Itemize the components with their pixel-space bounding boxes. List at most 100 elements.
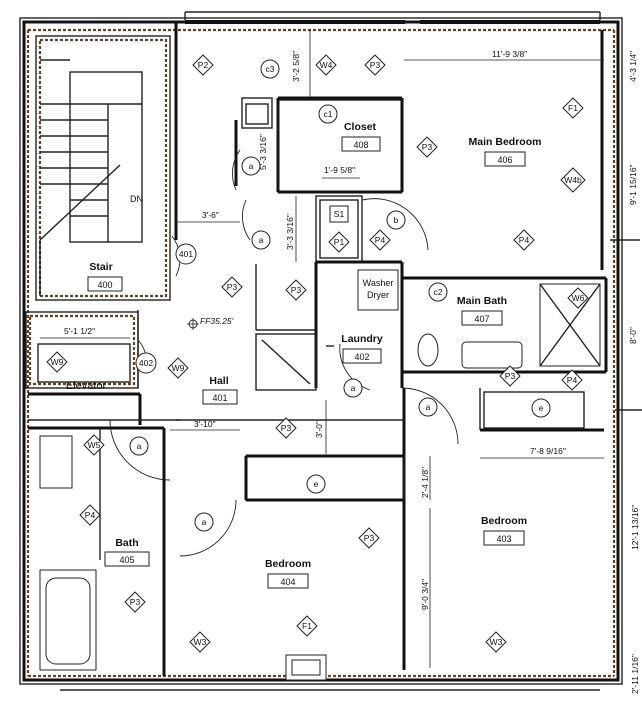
- svg-text:F1: F1: [568, 103, 578, 113]
- svg-text:P3: P3: [291, 285, 302, 295]
- room-stair-name: Stair: [89, 261, 112, 273]
- dim-east-bedroom-403: 12'-1 13/16": [630, 505, 640, 550]
- svg-text:W9: W9: [51, 357, 64, 367]
- door-swings: [109, 149, 459, 557]
- door-tags: c3 c1 a a S1 P1 b c2 401 402 a a e a e a: [129, 59, 551, 532]
- tag-p3-bath-lower: P3: [124, 591, 146, 613]
- tag-a-hall: a: [251, 230, 271, 250]
- room-bedroom-403-name: Bedroom: [481, 515, 527, 527]
- tag-p3-top: P3: [364, 54, 386, 76]
- dim-main-bedroom-width: 11'-9 3/8": [492, 49, 527, 59]
- dim-hall-depth: 3'-0": [314, 421, 324, 438]
- tag-a-laundry: a: [343, 378, 363, 398]
- room-laundry-number: 402: [354, 352, 369, 362]
- room-main-bath-name: Main Bath: [457, 295, 507, 307]
- elevation-label: FF35.25': [200, 316, 234, 326]
- svg-text:W9: W9: [172, 363, 185, 373]
- svg-text:401: 401: [179, 249, 193, 259]
- tag-f1-bedroom: F1: [296, 615, 318, 637]
- tag-p3-hall-lower: P3: [275, 417, 297, 439]
- dimension-texts: 11'-9 3/8" 3'-2 5/8" 4'-3 1/4" 5'-3 3/16…: [64, 49, 640, 694]
- svg-text:P4: P4: [85, 510, 96, 520]
- room-bath-name: Bath: [115, 537, 138, 549]
- tag-e-closet: e: [531, 398, 551, 418]
- tag-401: 401: [175, 243, 197, 265]
- dim-closet-height: 5'-3 3/16": [258, 134, 268, 170]
- washer-label: Washer: [363, 278, 394, 288]
- tag-w6: W6: [567, 287, 589, 309]
- tag-w9-elevator: W9: [46, 351, 68, 373]
- svg-text:W3: W3: [194, 637, 207, 647]
- room-main-bedroom-number: 406: [497, 155, 512, 165]
- tag-s1: S1: [329, 205, 349, 223]
- svg-text:a: a: [426, 402, 431, 412]
- room-bedroom-403-number: 403: [496, 534, 511, 544]
- dim-hall-door: 3'-6": [202, 210, 219, 220]
- svg-text:P4: P4: [567, 375, 578, 385]
- dimension-lines: [40, 30, 604, 668]
- dim-shaft-width: 1'-9 5/8": [324, 165, 355, 175]
- dim-shaft-height: 3'-3 3/16": [285, 214, 295, 250]
- interior-walls: [28, 22, 608, 681]
- tag-a-closet: a: [241, 156, 261, 176]
- tag-f1-main-bedroom: F1: [562, 97, 584, 119]
- room-hall-name: Hall: [209, 375, 228, 387]
- tag-w9-hall: W9: [167, 357, 189, 379]
- svg-text:c2: c2: [434, 287, 443, 297]
- svg-text:W6: W6: [572, 293, 585, 303]
- svg-text:P3: P3: [505, 371, 516, 381]
- dim-closet-depth: 2'-4 1/8": [420, 467, 430, 498]
- tag-p3-laundry: P3: [285, 279, 307, 301]
- svg-text:a: a: [137, 441, 142, 451]
- svg-text:P3: P3: [227, 282, 238, 292]
- svg-text:P3: P3: [364, 533, 375, 543]
- svg-text:P3: P3: [422, 142, 433, 152]
- tag-c1: c1: [318, 104, 338, 124]
- room-bedroom-404-name: Bedroom: [265, 558, 311, 570]
- room-stair-number: 400: [97, 280, 112, 290]
- svg-text:P2: P2: [198, 60, 209, 70]
- svg-text:W5: W5: [88, 440, 101, 450]
- room-bath-number: 405: [119, 555, 134, 565]
- tag-c3: c3: [260, 59, 280, 79]
- washer-dryer: [357, 269, 399, 311]
- svg-text:402: 402: [139, 358, 153, 368]
- dim-east-bottom: 2'-11 1/16": [630, 654, 640, 694]
- dim-east-main-bath: 8'-0": [628, 327, 638, 344]
- dim-east-top: 4'-3 1/4": [628, 51, 638, 82]
- room-closet-number: 408: [353, 140, 368, 150]
- dim-hall-width: 3'-10": [194, 419, 216, 429]
- svg-text:a: a: [351, 383, 356, 393]
- tag-w5: W5: [83, 434, 105, 456]
- svg-text:a: a: [249, 161, 254, 171]
- stair-room: DN: [35, 35, 171, 301]
- room-closet-name: Closet: [344, 121, 377, 133]
- svg-text:F1: F1: [302, 621, 312, 631]
- room-main-bedroom-name: Main Bedroom: [469, 136, 542, 148]
- tag-c2: c2: [428, 282, 448, 302]
- tag-w4: W4: [315, 54, 337, 76]
- tag-p3-bedroom: P3: [358, 527, 380, 549]
- tag-e-bedroom-404: e: [306, 474, 326, 494]
- room-hall-number: 401: [212, 393, 227, 403]
- tag-a-bedroom-403: a: [418, 397, 438, 417]
- svg-text:a: a: [259, 235, 264, 245]
- svg-text:P4: P4: [519, 235, 530, 245]
- room-labels: Stair 400 Elevator Hall 401 Laundry 402 …: [66, 121, 542, 589]
- tag-w3-left: W3: [189, 631, 211, 653]
- elevator-shaft: [25, 311, 139, 389]
- svg-text:P1: P1: [334, 237, 345, 247]
- toilet: [417, 333, 439, 367]
- tag-w4b: W4b: [560, 167, 586, 193]
- dim-east-main-bedroom: 9'-1 15/16": [628, 164, 638, 205]
- stair-direction-label: DN: [130, 194, 143, 204]
- tag-p4-bath-closet: P4: [561, 369, 583, 391]
- svg-text:c3: c3: [266, 64, 275, 74]
- tag-p2: P2: [192, 54, 214, 76]
- tag-402: 402: [135, 352, 157, 374]
- svg-text:P3: P3: [370, 60, 381, 70]
- room-bedroom-404-number: 404: [280, 577, 295, 587]
- tag-p3-closet: P3: [416, 136, 438, 158]
- room-laundry-name: Laundry: [341, 333, 383, 345]
